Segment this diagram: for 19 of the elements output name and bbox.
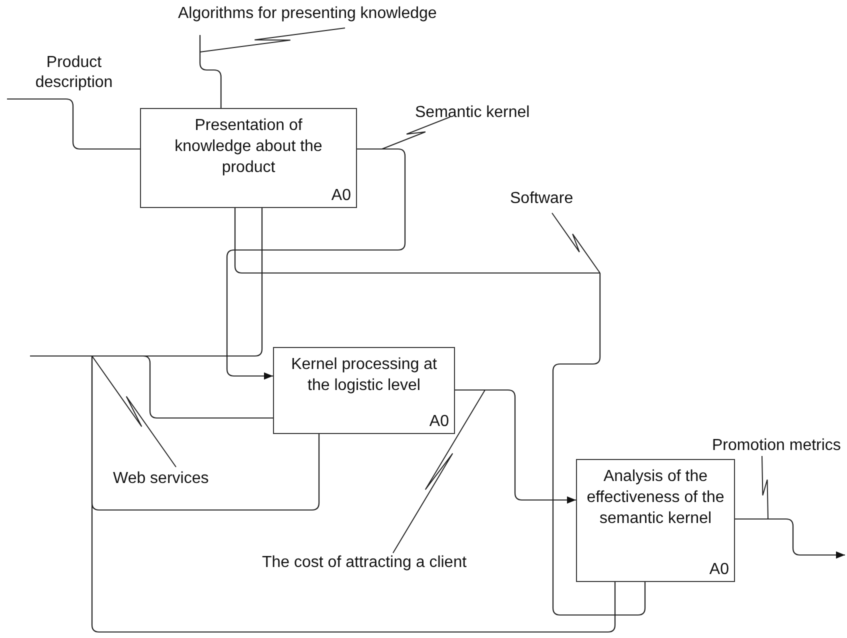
node-number: A0 xyxy=(709,561,729,579)
process-title: Analysis of the effectiveness of the semantic kernel xyxy=(586,467,726,529)
arrow xyxy=(226,148,406,380)
process-box xyxy=(140,108,357,208)
arrow xyxy=(735,518,845,559)
process-box xyxy=(273,347,455,434)
node-number: A0 xyxy=(429,413,449,431)
arrow xyxy=(455,389,576,504)
edge-label: Software xyxy=(510,189,574,209)
edge-label: Algorithms for presenting knowledge xyxy=(178,4,437,24)
process-box xyxy=(576,459,735,582)
edge-label: The cost of attracting a client xyxy=(262,553,467,573)
edge-label: Semantic kernel xyxy=(415,103,530,123)
process-title: Kernel processing at the logistic level xyxy=(290,355,438,396)
edge-label: Promotion metrics xyxy=(712,436,841,456)
process-title: Presentation of knowledge about the product xyxy=(174,116,324,178)
edge-label: Product description xyxy=(34,53,114,93)
node-number: A0 xyxy=(331,187,351,205)
edge-label: Web services xyxy=(113,469,209,489)
